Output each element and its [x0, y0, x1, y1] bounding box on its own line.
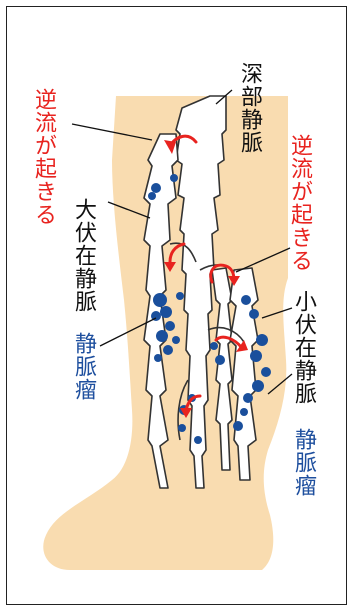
label-reflux-right: 逆流が起きる	[287, 134, 312, 272]
leader-lines	[71, 89, 293, 395]
label-varicose-right: 静脈瘤	[291, 428, 316, 497]
reflux-arrowheads	[164, 140, 248, 418]
label-varicose-left: 静脈瘤	[71, 332, 96, 401]
deep-vein	[175, 95, 233, 489]
label-deep-vein: 深部静脈	[237, 62, 262, 154]
label-great-saphenous: 大伏在静脈	[71, 198, 96, 313]
label-reflux-left: 逆流が起きる	[31, 88, 56, 226]
label-small-saphenous: 小伏在静脈	[291, 290, 316, 405]
